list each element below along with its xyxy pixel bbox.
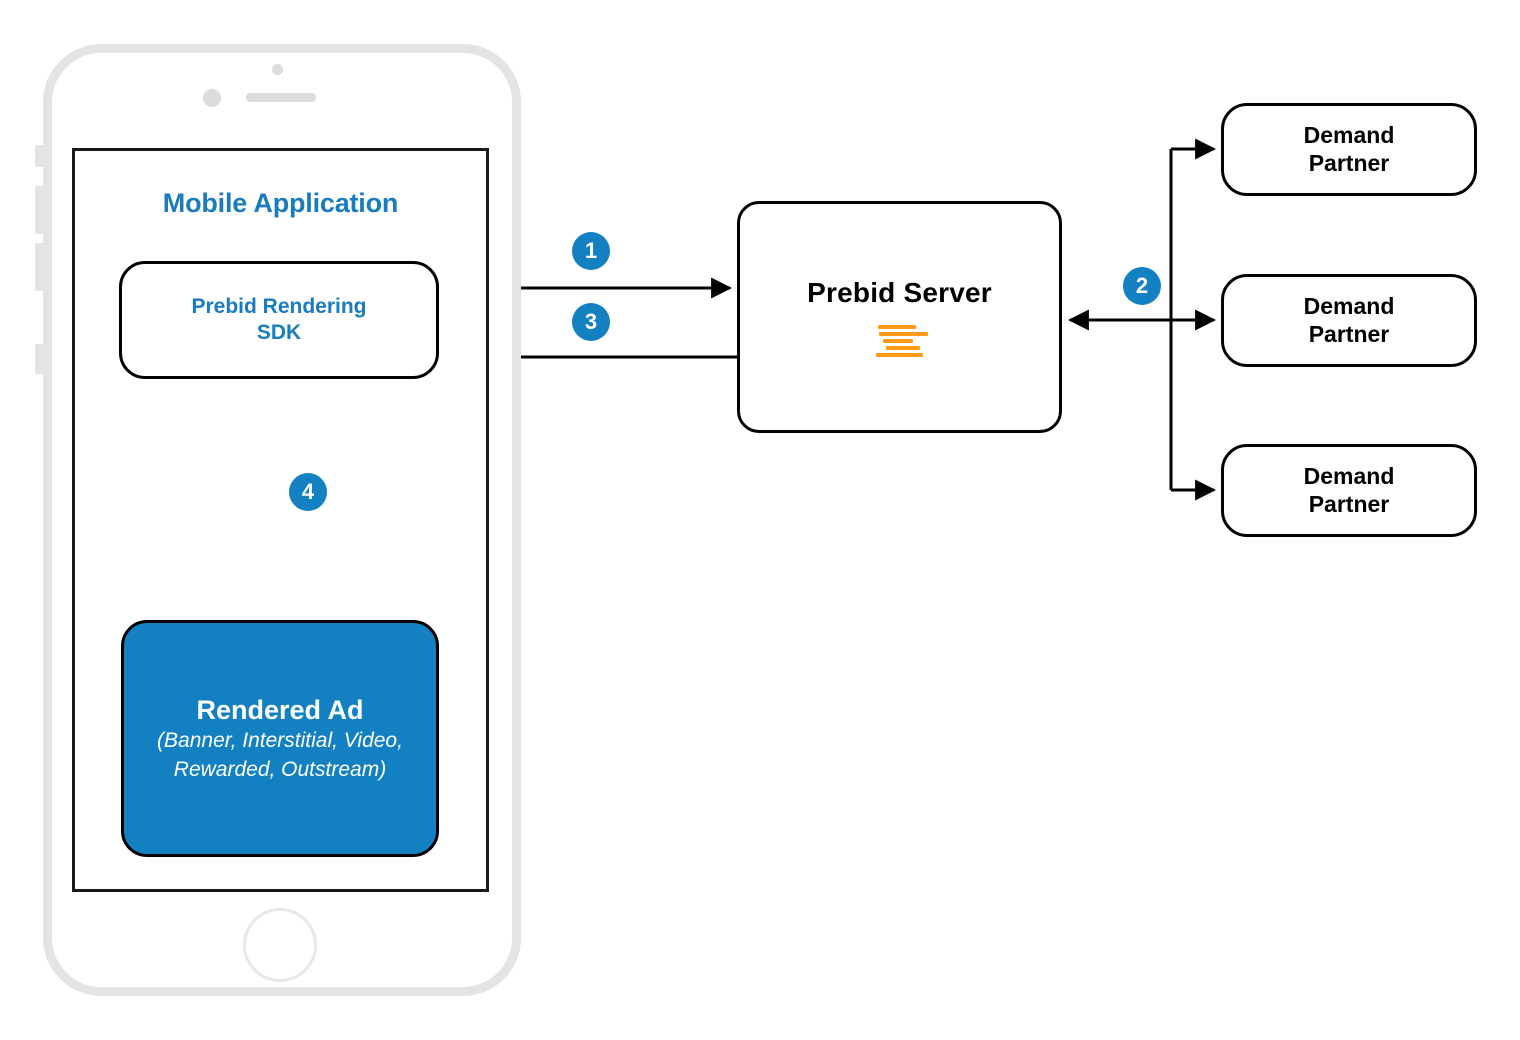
- rendered-ad-title: Rendered Ad: [196, 695, 364, 726]
- step-badge-4: 4: [289, 473, 327, 511]
- prebid-logo-icon: [872, 325, 928, 357]
- rendered-ad-subtitle-line1: (Banner, Interstitial, Video,: [157, 729, 403, 753]
- camera-dot-icon: [272, 64, 283, 75]
- mobile-application-title: Mobile Application: [162, 188, 399, 218]
- demand-partner-label-line1: Demand: [1303, 121, 1395, 148]
- connector-step-2: [1067, 138, 1217, 501]
- phone-volume-up-button[interactable]: [35, 186, 44, 234]
- node-demand-partner-3[interactable]: Demand Partner: [1221, 444, 1477, 537]
- prebid-server-title: Prebid Server: [807, 277, 992, 308]
- phone-volume-down-button[interactable]: [35, 243, 44, 291]
- demand-partner-label-line2: Partner: [1308, 149, 1390, 176]
- earpiece-speaker-icon: [246, 93, 316, 102]
- demand-partner-label-line1: Demand: [1303, 292, 1395, 319]
- proximity-sensor-icon: [203, 89, 221, 107]
- rendered-ad-subtitle-line2: Rewarded, Outstream): [173, 757, 387, 781]
- demand-partner-label-line2: Partner: [1308, 320, 1390, 347]
- node-demand-partner-2[interactable]: Demand Partner: [1221, 274, 1477, 367]
- node-prebid-server[interactable]: Prebid Server: [737, 201, 1062, 433]
- step-badge-3: 3: [572, 303, 610, 341]
- node-prebid-rendering-sdk[interactable]: Prebid Rendering SDK: [119, 261, 439, 379]
- sdk-label-line2: SDK: [256, 321, 302, 344]
- step-badge-1: 1: [572, 232, 610, 270]
- phone-mute-switch[interactable]: [35, 145, 44, 167]
- demand-partner-label-line2: Partner: [1308, 490, 1390, 517]
- sdk-label-line1: Prebid Rendering: [191, 295, 367, 319]
- node-demand-partner-1[interactable]: Demand Partner: [1221, 103, 1477, 196]
- node-rendered-ad[interactable]: Rendered Ad (Banner, Interstitial, Video…: [121, 620, 439, 857]
- step-badge-2: 2: [1123, 267, 1161, 305]
- demand-partner-label-line1: Demand: [1303, 462, 1395, 489]
- home-button-icon[interactable]: [243, 908, 317, 982]
- phone-side-button[interactable]: [35, 344, 44, 374]
